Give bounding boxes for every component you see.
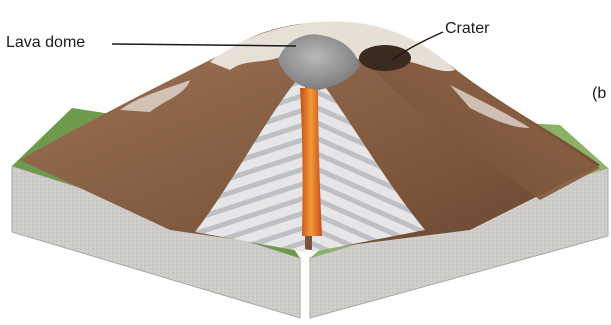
partial-figure-marker: (b <box>592 85 606 103</box>
lava-dome-label: Lava dome <box>6 34 85 52</box>
crater-label: Crater <box>445 20 489 38</box>
